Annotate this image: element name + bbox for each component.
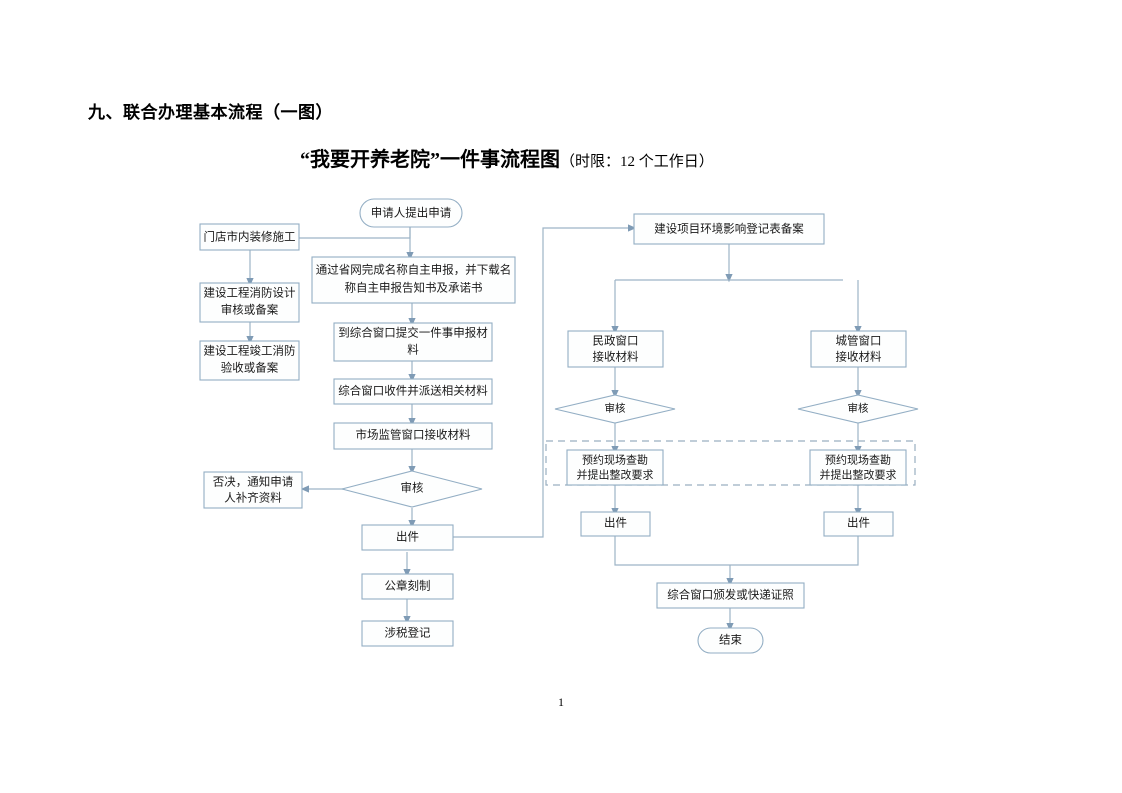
node-seal-engraving[interactable]: 公章刻制 [361, 573, 454, 600]
node-start-label: 申请人提出申请 [371, 206, 452, 220]
node-market-window-receive[interactable]: 市场监管窗口接收材料 [333, 422, 493, 450]
node-review-urban[interactable]: 审核 [797, 394, 919, 424]
node-env-impact-record[interactable]: 建设项目环境影响登记表备案 [633, 213, 825, 245]
node-fire-acceptance-label-line1: 建设工程竣工消防 [204, 344, 296, 358]
page-number: 1 [558, 695, 564, 709]
node-civil-affairs-window-label-line2: 接收材料 [593, 350, 639, 364]
node-onsite-survey-urban[interactable]: 预约现场查勘 并提出整改要求 [809, 449, 907, 486]
node-issue-market-label: 出件 [396, 530, 419, 544]
node-seal-engraving-label: 公章刻制 [385, 579, 431, 593]
node-start[interactable]: 申请人提出申请 [359, 198, 463, 228]
node-civil-affairs-window[interactable]: 民政窗口 接收材料 [567, 330, 664, 368]
node-onsite-survey-urban-label-line1: 预约现场查勘 [825, 453, 891, 467]
node-onsite-survey-civil[interactable]: 预约现场查勘 并提出整改要求 [566, 449, 664, 486]
node-deliver-certificate-label: 综合窗口颁发或快递证照 [667, 588, 794, 602]
chart-title-main: “我要开养老院”一件事流程图 [300, 149, 560, 171]
node-reject-notify-label-line1: 否决，通知申请 [213, 475, 294, 489]
node-review-market-label: 审核 [401, 481, 424, 495]
node-shop-decoration[interactable]: 门店市内装修施工 [199, 223, 300, 251]
node-env-impact-record-label: 建设项目环境影响登记表备案 [654, 222, 804, 236]
flow-edges [246, 224, 862, 632]
node-dispatch-materials[interactable]: 综合窗口收件并派送相关材料 [333, 378, 493, 405]
node-fire-design-review[interactable]: 建设工程消防设计 审核或备案 [199, 282, 300, 323]
node-onsite-survey-civil-label-line2: 并提出整改要求 [577, 468, 654, 482]
node-review-urban-label: 审核 [848, 401, 869, 414]
node-issue-market[interactable]: 出件 [361, 524, 454, 551]
node-fire-acceptance-label-line2: 验收或备案 [221, 361, 279, 375]
chart-title-timelimit: （时限：12 个工作日） [560, 154, 714, 170]
section-heading: 九、联合办理基本流程（一图） [88, 103, 333, 122]
node-issue-civil-label: 出件 [604, 516, 627, 530]
node-urban-management-window-label-line2: 接收材料 [836, 350, 882, 364]
node-submit-materials-label-line2: 料 [407, 343, 419, 357]
node-issue-civil[interactable]: 出件 [580, 511, 651, 537]
node-issue-urban-label: 出件 [847, 516, 870, 530]
edge-issue-3-to-merge [730, 535, 859, 566]
node-deliver-certificate[interactable]: 综合窗口颁发或快递证照 [656, 582, 805, 609]
node-issue-urban[interactable]: 出件 [823, 511, 894, 537]
node-urban-management-window-label-line1: 城管窗口 [836, 334, 882, 348]
node-review-civil-label: 审核 [605, 401, 626, 414]
node-name-self-declaration-label-line1: 通过省网完成名称自主申报，并下载名 [316, 263, 512, 277]
node-review-market[interactable]: 审核 [341, 470, 483, 508]
node-submit-materials[interactable]: 到综合窗口提交一件事申报材 料 [333, 322, 493, 362]
node-tax-registration-label: 涉税登记 [385, 626, 431, 640]
node-submit-materials-label-line1: 到综合窗口提交一件事申报材 [338, 326, 488, 340]
group-onsite-survey [545, 440, 916, 486]
node-end[interactable]: 结束 [697, 627, 764, 654]
node-market-window-receive-label: 市场监管窗口接收材料 [356, 428, 471, 442]
edge-issue-2-to-merge [614, 535, 730, 566]
node-name-self-declaration[interactable]: 通过省网完成名称自主申报，并下载名 称自主申报告知书及承诺书 [311, 256, 516, 304]
node-reject-notify-label-line2: 人补齐资料 [224, 491, 282, 505]
node-reject-notify[interactable]: 否决，通知申请 人补齐资料 [203, 471, 303, 509]
edge-issue-1-to-env-record [453, 224, 637, 538]
node-urban-management-window[interactable]: 城管窗口 接收材料 [810, 330, 907, 368]
chart-title: “我要开养老院”一件事流程图 （时限：12 个工作日） [300, 143, 714, 172]
node-fire-design-review-label-line2: 审核或备案 [221, 303, 279, 317]
node-tax-registration[interactable]: 涉税登记 [361, 620, 454, 647]
node-civil-affairs-window-label-line1: 民政窗口 [593, 334, 639, 348]
node-shop-decoration-label: 门店市内装修施工 [204, 230, 296, 244]
node-onsite-survey-civil-label-line1: 预约现场查勘 [582, 453, 648, 467]
node-review-civil[interactable]: 审核 [554, 394, 676, 424]
node-end-label: 结束 [719, 634, 742, 647]
node-name-self-declaration-label-line2: 称自主申报告知书及承诺书 [345, 281, 483, 295]
node-fire-acceptance[interactable]: 建设工程竣工消防 验收或备案 [199, 340, 300, 381]
node-fire-design-review-label-line1: 建设工程消防设计 [204, 286, 296, 300]
node-onsite-survey-urban-label-line2: 并提出整改要求 [820, 468, 897, 482]
node-dispatch-materials-label: 综合窗口收件并派送相关材料 [338, 384, 488, 398]
